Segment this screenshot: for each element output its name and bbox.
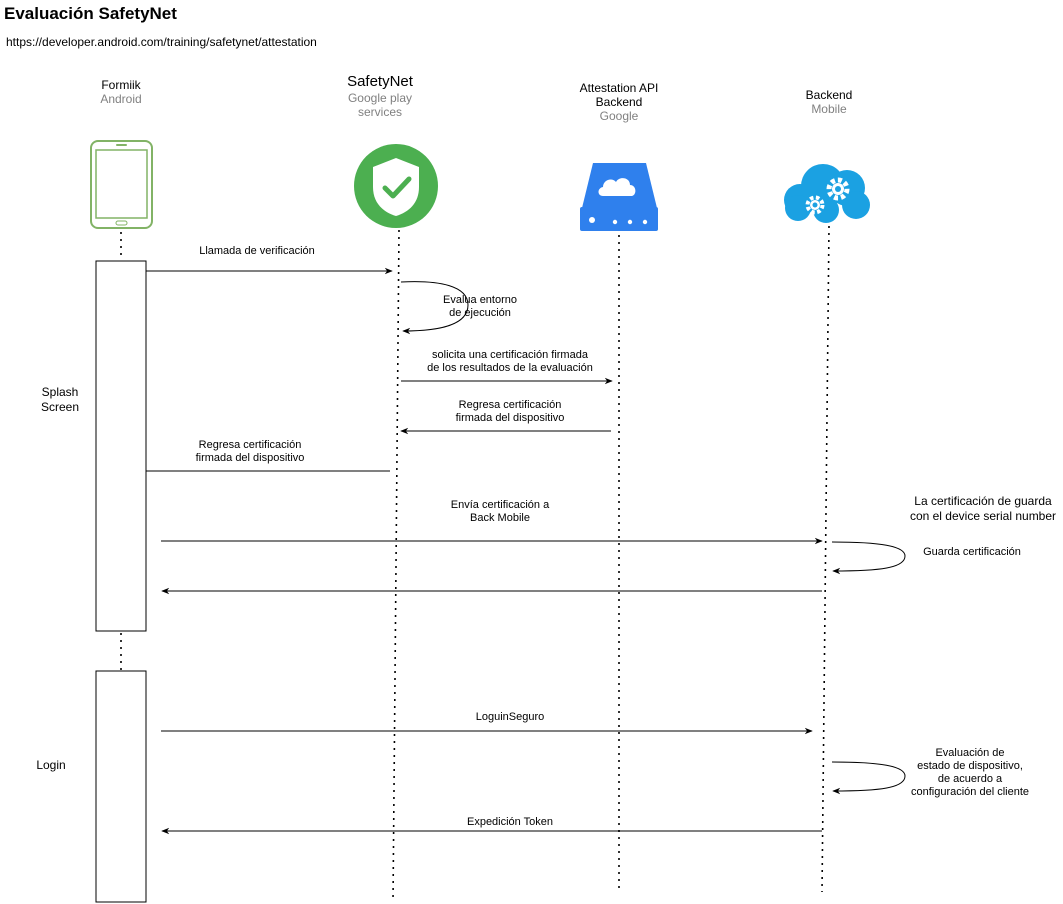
participant-safetynet-label: SafetyNet Google play services [330, 73, 430, 119]
safetynet-shield-icon [354, 144, 438, 228]
participant-attestation-label: Attestation API Backend Google [560, 81, 678, 123]
title-rest: SafetyNet [98, 4, 177, 23]
message-text: Regresa certificación [198, 439, 302, 451]
phase-line: Login [36, 758, 66, 772]
participant-sub: Google [599, 109, 639, 123]
activation-login [95, 670, 147, 903]
message-text: de los resultados de la evaluación [427, 362, 593, 374]
participant-sub: Mobile [811, 102, 847, 116]
note-device-serial: La certificación de guarda con el device… [903, 494, 1063, 524]
message-text: Envía certificación a [450, 499, 550, 511]
message-loguin-seguro: LoguinSeguro [440, 711, 580, 724]
phase-line: Splash [41, 385, 79, 399]
message-evaluacion-estado: Evaluación de estado de dispositivo, de … [905, 747, 1035, 799]
message-text: Back Mobile [470, 512, 530, 524]
participant-sub: Google play [347, 91, 413, 105]
phase-login: Login [16, 758, 86, 773]
lifelines [120, 225, 830, 903]
message-text: LoguinSeguro [475, 711, 545, 723]
note-text: con el device serial number [909, 509, 1057, 523]
phase-splash-screen: Splash Screen [25, 385, 95, 415]
reference-url[interactable]: https://developer.android.com/training/s… [6, 35, 317, 49]
message-text: firmada del dispositivo [195, 452, 305, 464]
participant-backend-label: Backend Mobile [788, 88, 870, 116]
message-guarda-certificacion: Guarda certificación [912, 546, 1032, 559]
participant-name: Attestation API [579, 81, 659, 95]
activation-splash [95, 260, 147, 632]
message-text: Llamada de verificación [199, 245, 315, 257]
android-phone-icon [90, 140, 153, 229]
participant-sub: Android [100, 92, 142, 106]
message-solicita-certificacion: solicita una certificación firmada de lo… [410, 349, 610, 375]
message-evalua-entorno: Evalua entorno de ejecución [420, 294, 540, 320]
note-text: La certificación de guarda [914, 494, 1052, 508]
title-bold: Evaluación [4, 4, 94, 23]
message-text: Evaluación de [935, 747, 1005, 759]
message-regresa-certificacion-api: Regresa certificación firmada del dispos… [430, 399, 590, 425]
participant-formiik-label: Formiik Android [80, 78, 162, 106]
message-llamada-verificacion: Llamada de verificación [180, 245, 334, 258]
participant-name: Formiik [101, 78, 141, 92]
participant-sub: services [357, 105, 402, 119]
message-text: Evalua entorno [443, 294, 517, 306]
message-text: configuración del cliente [910, 786, 1030, 798]
message-text: solicita una certificación firmada [432, 349, 588, 361]
message-expedicion-token: Expedición Token [440, 816, 580, 829]
participant-name: Backend [595, 95, 643, 109]
message-text: Expedición Token [466, 816, 554, 828]
cloud-server-icon [580, 163, 658, 231]
message-text: de ejecución [449, 307, 511, 319]
message-text: de acuerdo a [937, 773, 1003, 785]
participant-name: SafetyNet [347, 73, 413, 90]
message-text: Guarda certificación [923, 546, 1021, 558]
participant-name: Backend [805, 88, 853, 102]
message-text: Regresa certificación [458, 399, 562, 411]
message-regresa-certificacion-app: Regresa certificación firmada del dispos… [170, 439, 330, 465]
page-title: Evaluación SafetyNet [4, 4, 177, 24]
message-envia-certificacion: Envía certificación a Back Mobile [430, 499, 570, 525]
message-text: estado de dispositivo, [917, 760, 1023, 772]
phase-line: Screen [40, 400, 80, 414]
message-arrows [146, 267, 906, 835]
cloud-gears-icon [784, 164, 870, 223]
message-text: firmada del dispositivo [455, 412, 565, 424]
